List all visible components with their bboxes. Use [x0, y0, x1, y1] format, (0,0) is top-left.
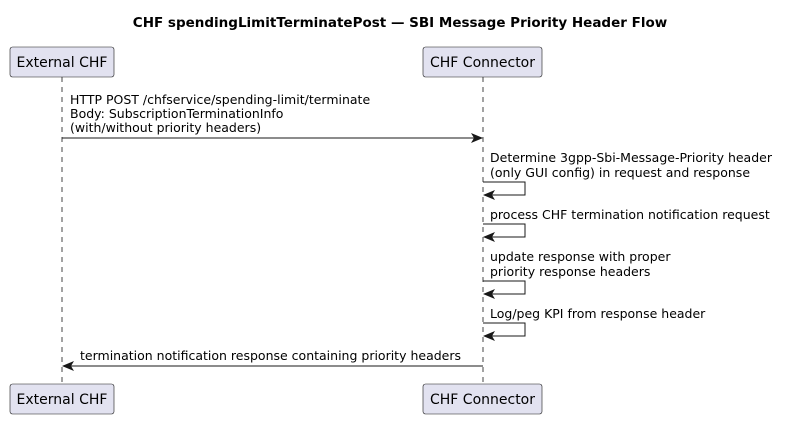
participant-label: CHF Connector [430, 392, 535, 408]
message-label-line: (only GUI config) in request and respons… [490, 165, 750, 180]
message-label-line: process CHF termination notification req… [490, 207, 770, 222]
message-6-response: termination notification response contai… [62, 348, 483, 371]
message-3-process-request: process CHF termination notification req… [483, 207, 770, 242]
message-label-line: HTTP POST /chfservice/spending-limit/ter… [70, 92, 370, 107]
participant-label: External CHF [17, 392, 108, 408]
message-label-line: priority response headers [490, 264, 650, 279]
message-2-determine-priority: Determine 3gpp-Sbi-Message-Priority head… [483, 150, 773, 200]
participant-chf-connector-bottom: CHF Connector [422, 383, 543, 415]
message-label-line: (with/without priority headers) [70, 120, 261, 135]
message-label-line: update response with proper [490, 249, 671, 264]
participant-external-chf-bottom: External CHF [9, 383, 115, 415]
self-message-arrow [483, 223, 526, 242]
message-5-log-kpi: Log/peg KPI from response header [483, 306, 706, 341]
participant-label: CHF Connector [430, 55, 535, 71]
participant-label: External CHF [17, 55, 108, 71]
self-message-arrow [483, 181, 526, 200]
message-label-line: Determine 3gpp-Sbi-Message-Priority head… [490, 150, 773, 165]
participant-external-chf-top: External CHF [9, 46, 115, 78]
self-message-arrow [483, 322, 526, 341]
message-label-line: Log/peg KPI from response header [490, 306, 706, 321]
message-4-update-response: update response with proper priority res… [483, 249, 671, 299]
diagram-title: CHF spendingLimitTerminatePost — SBI Mes… [133, 15, 667, 31]
self-message-arrow [483, 280, 526, 299]
message-1-request: HTTP POST /chfservice/spending-limit/ter… [62, 92, 483, 143]
participant-chf-connector-top: CHF Connector [422, 46, 543, 78]
message-label-line: termination notification response contai… [80, 348, 461, 363]
message-label-line: Body: SubscriptionTerminationInfo [70, 106, 283, 121]
